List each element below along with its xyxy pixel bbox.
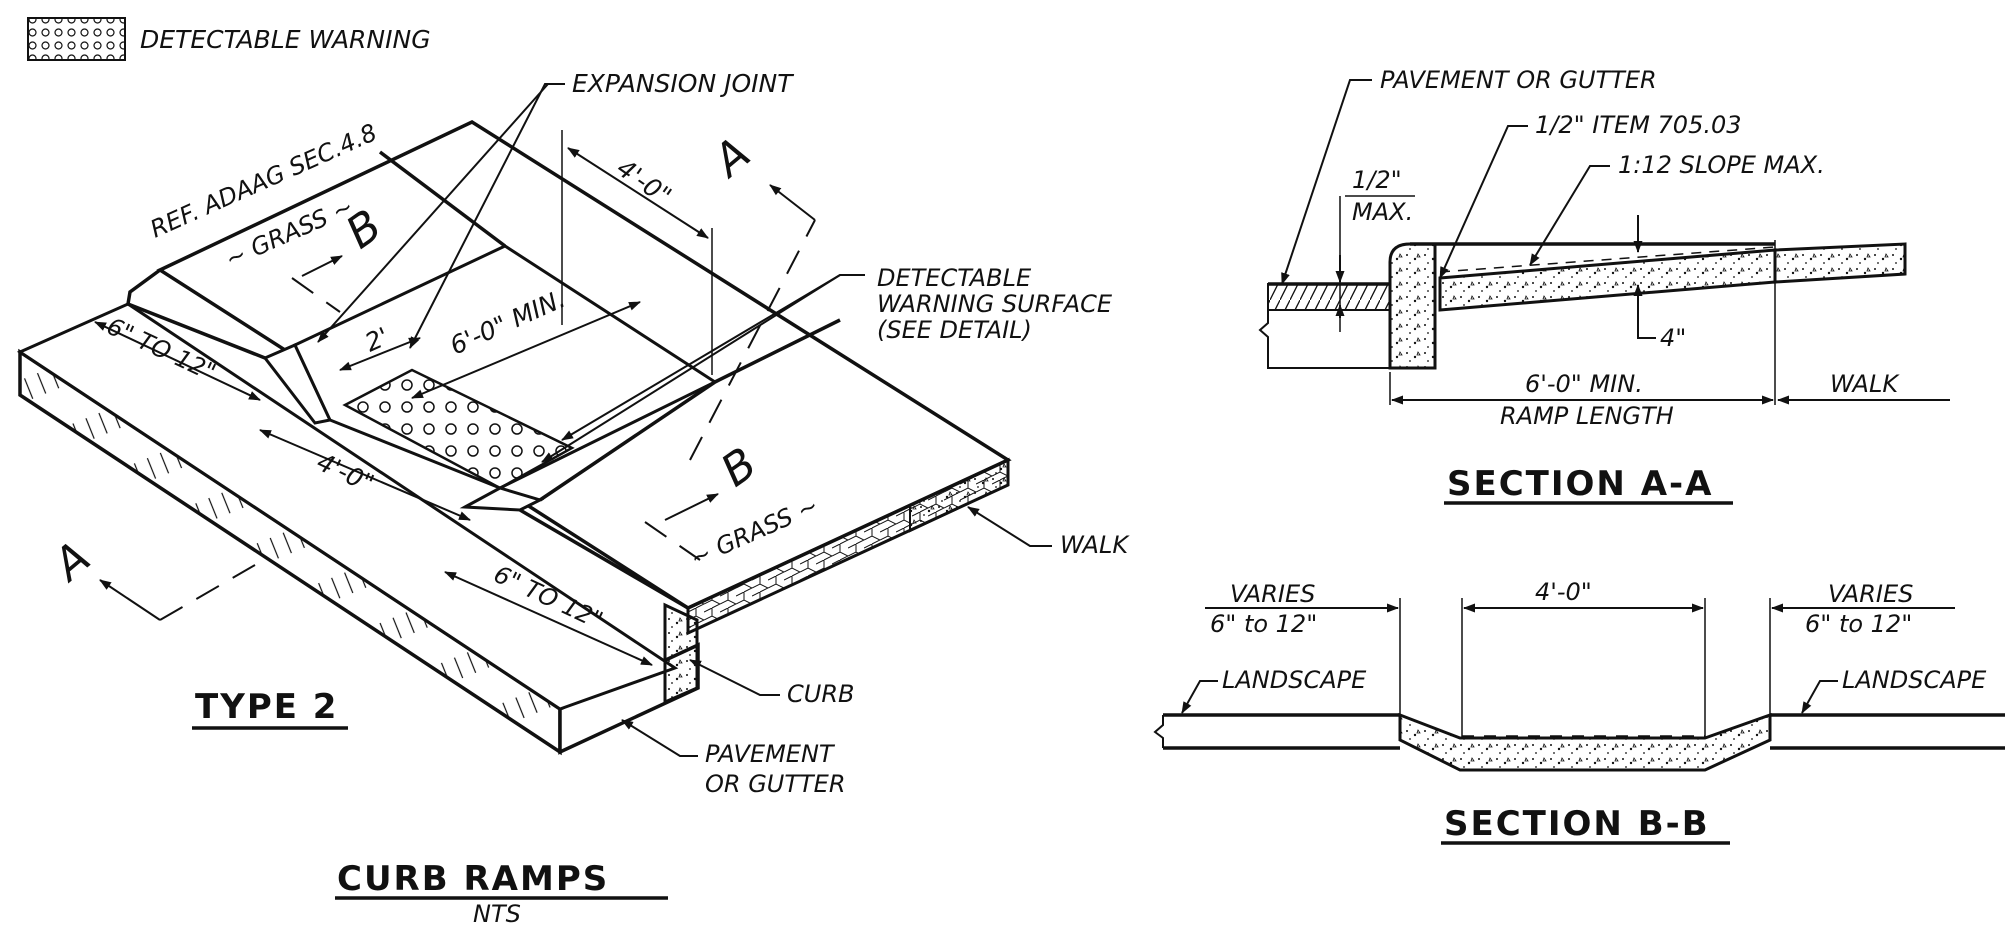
main-title: CURB RAMPS NTS [335, 859, 668, 927]
section-bb-varies-right: VARIES [1828, 580, 1913, 608]
isometric-view: B B ~ GRASS ~ ~ GRASS ~ REF. ADAAG SEC.4… [16, 69, 1130, 798]
dws-label-2: WARNING SURFACE [877, 290, 1113, 318]
dws-label-1: DETECTABLE [877, 264, 1032, 292]
section-aa-title: SECTION A-A [1447, 464, 1713, 504]
dim-4ft-top: 4'-0" [612, 153, 677, 211]
section-aa-four-inch: 4" [1660, 324, 1686, 352]
section-aa-max: MAX. [1352, 198, 1413, 226]
pavement-label-1: PAVEMENT [705, 740, 836, 768]
main-title-text: CURB RAMPS [337, 859, 609, 899]
section-bb-6to12-left: 6" to 12" [1210, 610, 1317, 638]
section-bb-varies-left: VARIES [1230, 580, 1315, 608]
section-aa-pavement-label: PAVEMENT OR GUTTER [1380, 66, 1657, 94]
expansion-joint-label: EXPANSION JOINT [572, 69, 794, 98]
curb-face [663, 602, 699, 705]
section-aa-walk: WALK [1830, 370, 1900, 398]
section-bb-6to12-right: 6" to 12" [1805, 610, 1912, 638]
walk-label: WALK [1060, 531, 1130, 559]
pavement-label-2: OR GUTTER [705, 770, 846, 798]
curb-label: CURB [787, 680, 854, 708]
svg-text:A: A [702, 128, 760, 188]
section-bb-title: SECTION B-B [1444, 804, 1710, 844]
walk-end-face [909, 458, 1009, 533]
section-aa: PAVEMENT OR GUTTER 1/2" ITEM 705.03 1:12… [1258, 66, 1950, 505]
section-bb-landscape-right: LANDSCAPE [1842, 666, 1987, 694]
dws-label-3: (SEE DETAIL) [877, 316, 1032, 344]
section-bb: VARIES 6" to 12" 4'-0" VARIES 6" to 12" … [1153, 578, 2005, 845]
section-aa-item-label: 1/2" ITEM 705.03 [1535, 111, 1742, 139]
section-aa-slope-label: 1:12 SLOPE MAX. [1618, 151, 1825, 179]
section-bb-landscape-left: LANDSCAPE [1222, 666, 1367, 694]
main-subtitle: NTS [473, 900, 521, 927]
svg-text:A: A [42, 532, 100, 592]
section-bb-slab [1398, 712, 1772, 772]
legend-swatch-icon [27, 17, 126, 61]
curb-edge-left [126, 268, 162, 305]
section-aa-half-inch: 1/2" [1352, 166, 1402, 194]
section-aa-ramp-length: RAMP LENGTH [1500, 402, 1674, 430]
section-aa-6ft-min: 6'-0" MIN. [1525, 370, 1643, 398]
section-aa-pavement [1267, 283, 1391, 311]
legend-label: DETECTABLE WARNING [140, 25, 431, 54]
type-title: TYPE 2 [195, 687, 338, 727]
legend: DETECTABLE WARNING [27, 17, 431, 61]
section-a-marker-bottom: A [42, 532, 256, 621]
section-aa-curb [1388, 242, 1437, 370]
section-bb-4ft: 4'-0" [1535, 578, 1592, 606]
section-aa-walk-slab [1773, 242, 1907, 284]
